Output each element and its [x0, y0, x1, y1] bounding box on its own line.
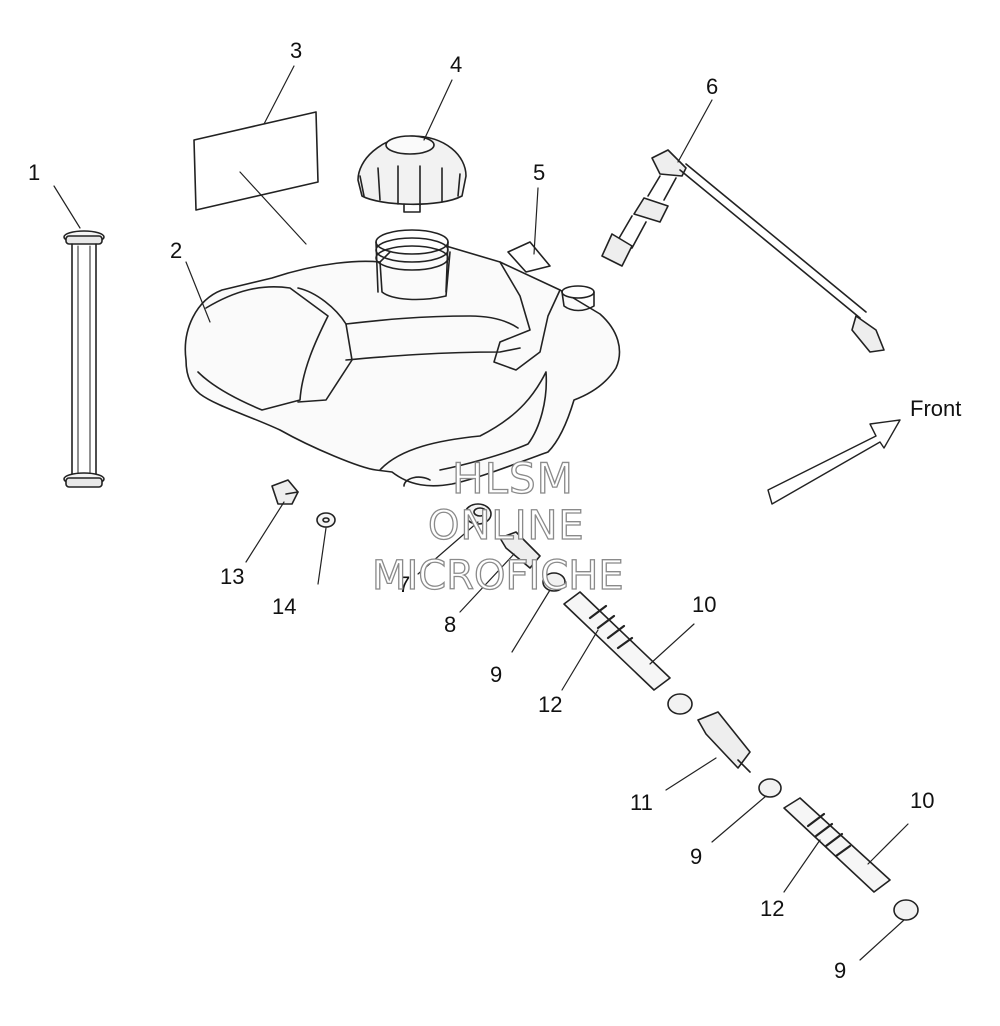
- callout-12-upper: 12: [538, 692, 563, 717]
- callout-5: 5: [533, 160, 546, 185]
- clamp-part-9-upper: [542, 572, 566, 592]
- clamp-part-9-lower: [758, 778, 782, 798]
- washer-part-14: [316, 512, 336, 528]
- callout-9-lower: 9: [690, 844, 703, 869]
- front-arrow-icon: [767, 419, 901, 505]
- watermark-line-2: ONLINE: [427, 503, 585, 549]
- hose-lower: [783, 797, 891, 893]
- callout-10-lower: 10: [910, 788, 935, 813]
- callout-7: 7: [398, 572, 411, 597]
- filter-part-11: [697, 711, 751, 773]
- callout-3: 3: [290, 38, 303, 63]
- callout-9-upper: 9: [490, 662, 503, 687]
- decal-part-5: [507, 241, 551, 273]
- strap-part-1: [63, 230, 105, 488]
- callout-4: 4: [450, 52, 463, 77]
- front-label: Front: [910, 396, 962, 421]
- callout-14: 14: [272, 594, 297, 619]
- callout-2: 2: [170, 238, 183, 263]
- callout-8: 8: [444, 612, 457, 637]
- fuel-tank-part-2: [184, 229, 621, 487]
- callout-13: 13: [220, 564, 245, 589]
- callout-9-bottom: 9: [834, 958, 847, 983]
- callout-1: 1: [28, 160, 41, 185]
- callout-6: 6: [706, 74, 719, 99]
- clamp-part-9-mid: [667, 693, 693, 715]
- leader-lines: [53, 65, 909, 961]
- hose-upper: [563, 591, 671, 691]
- fuel-cap-part-4: [357, 135, 467, 213]
- callout-10-upper: 10: [692, 592, 717, 617]
- grommet-part-7: [464, 503, 492, 525]
- fuel-sender-part-6: [601, 149, 885, 353]
- clamp-part-9-bottom: [893, 899, 919, 921]
- watermark-line-1: HLSM: [451, 454, 574, 503]
- fitting-part-8: [499, 531, 541, 569]
- decal-part-3: [193, 111, 319, 211]
- watermark-line-3: MICROFICHE: [371, 553, 624, 599]
- bolt-part-13: [271, 479, 299, 505]
- callout-12-lower: 12: [760, 896, 785, 921]
- callout-11: 11: [630, 790, 653, 815]
